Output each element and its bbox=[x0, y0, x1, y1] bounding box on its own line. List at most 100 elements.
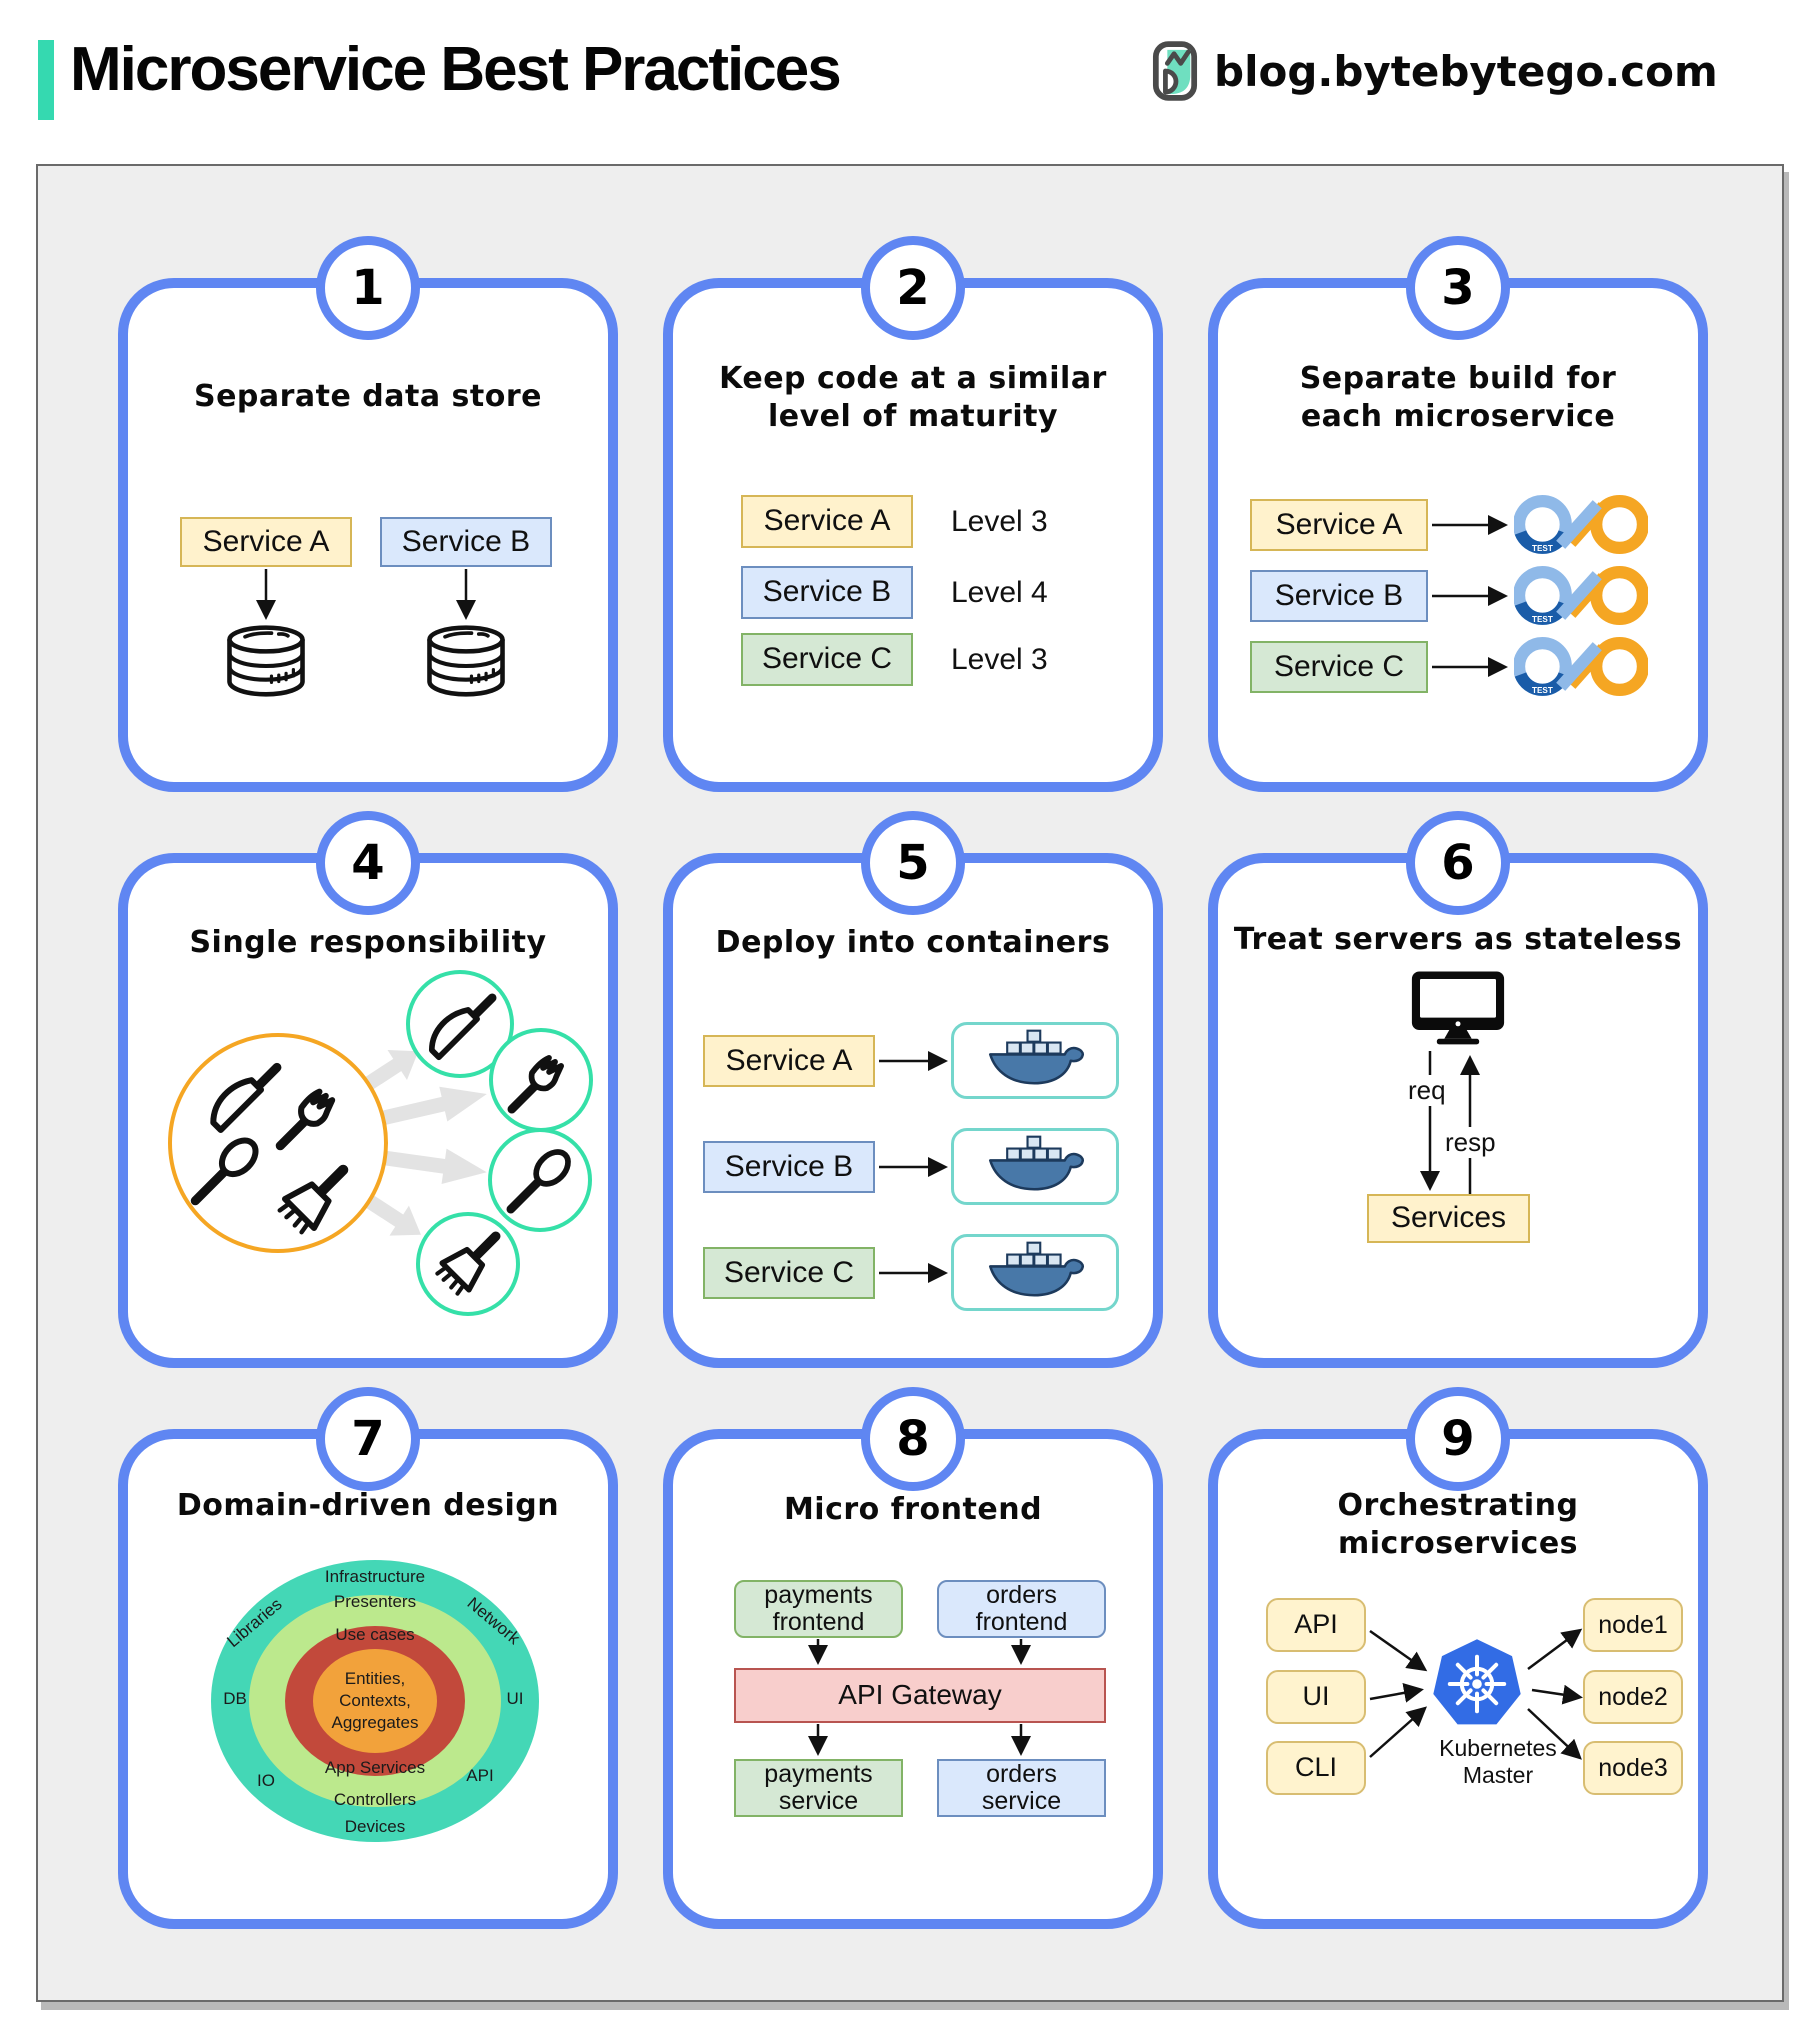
payments-service-line2: service bbox=[778, 1787, 859, 1815]
card-number-badge: 8 bbox=[861, 1387, 965, 1491]
node1-box: node1 bbox=[1583, 1598, 1683, 1652]
services-box: Services bbox=[1367, 1194, 1530, 1243]
arrow-k8s-to-node3 bbox=[1527, 1708, 1582, 1760]
database-icon bbox=[229, 628, 302, 695]
fork-icon bbox=[271, 1088, 337, 1154]
card-title: Separate data store bbox=[193, 379, 543, 414]
ddd-label-api: API bbox=[466, 1766, 493, 1785]
arrow-api-to-k8s bbox=[1369, 1629, 1428, 1672]
database-icon bbox=[429, 628, 502, 695]
service-a-box: Service A bbox=[703, 1035, 875, 1087]
orders-frontend-box: orders frontend bbox=[937, 1580, 1106, 1638]
diagram-board: 1 Separate data store Service A Service … bbox=[36, 164, 1784, 2002]
service-a-box: Service A bbox=[180, 517, 352, 567]
resp-label: resp bbox=[1442, 1127, 1499, 1158]
level-label: Level 3 bbox=[951, 642, 1048, 676]
ddd-label-infrastructure: Infrastructure bbox=[325, 1567, 425, 1586]
level-label: Level 4 bbox=[951, 575, 1048, 609]
service-b-box: Service B bbox=[741, 566, 913, 619]
bytebytego-logo-icon bbox=[1152, 40, 1198, 102]
broom-icon bbox=[277, 1155, 358, 1236]
server-monitor-icon bbox=[1411, 971, 1505, 1045]
fat-arrow bbox=[359, 1186, 431, 1250]
payments-service-line1: payments bbox=[764, 1760, 873, 1788]
k8s-label-line2: Master bbox=[1462, 1762, 1534, 1788]
devops-loop-icon bbox=[1519, 572, 1643, 624]
card-code-maturity: 2 Keep code at a similar level of maturi… bbox=[663, 236, 1163, 792]
ddd-label-io: IO bbox=[257, 1771, 275, 1790]
brand: blog.bytebytego.com bbox=[1152, 40, 1718, 102]
card-title: Keep code at a similar level of maturity bbox=[673, 360, 1153, 436]
shared-responsibility-circle bbox=[168, 1033, 388, 1253]
card-number-badge: 9 bbox=[1406, 1387, 1510, 1491]
card4-graphics bbox=[168, 970, 593, 1316]
card-number-badge: 1 bbox=[316, 236, 420, 340]
service-b-box: Service B bbox=[1250, 570, 1428, 622]
card-title: Orchestrating microservices bbox=[1218, 1487, 1698, 1563]
payments-frontend-box: payments frontend bbox=[734, 1580, 903, 1638]
fat-arrow bbox=[382, 1140, 490, 1190]
card-title-line2: level of maturity bbox=[767, 399, 1059, 434]
card-number-badge: 5 bbox=[861, 811, 965, 915]
arrow-ui-to-k8s bbox=[1369, 1682, 1424, 1703]
card-single-responsibility: 4 Single responsibility bbox=[118, 811, 618, 1368]
card9-graphics bbox=[1369, 1628, 1583, 1760]
docker-whale-icon bbox=[988, 1029, 1085, 1085]
arrow-k8s-to-node1 bbox=[1527, 1628, 1583, 1671]
orders-frontend-line1: orders bbox=[986, 1581, 1057, 1609]
card6-graphics bbox=[1411, 971, 1505, 1194]
card-title: Single responsibility bbox=[189, 925, 547, 960]
arrow-k8s-to-node2 bbox=[1531, 1684, 1583, 1705]
ddd-center bbox=[313, 1649, 437, 1753]
brand-url: blog.bytebytego.com bbox=[1214, 46, 1718, 96]
service-c-box: Service C bbox=[703, 1247, 875, 1299]
fat-arrow bbox=[378, 1076, 491, 1136]
ddd-label-entities: Entities, bbox=[345, 1669, 405, 1688]
card1-graphics bbox=[128, 569, 608, 782]
service-c-box: Service C bbox=[741, 633, 913, 686]
title-accent-bar bbox=[38, 40, 54, 120]
ddd-label-db: DB bbox=[223, 1689, 247, 1708]
k8s-label-line1: Kubernetes bbox=[1439, 1735, 1557, 1761]
level-label: Level 3 bbox=[951, 504, 1048, 538]
docker-whale-icon bbox=[988, 1241, 1085, 1297]
ddd-label-devices: Devices bbox=[345, 1817, 405, 1836]
card-domain-driven-design: 7 Domain-driven design Infrastructure Pr… bbox=[118, 1387, 618, 1929]
ddd-label-use-cases: Use cases bbox=[335, 1625, 414, 1644]
ddd-label-aggregates: Aggregates bbox=[332, 1713, 419, 1732]
card-number-badge: 6 bbox=[1406, 811, 1510, 915]
card8-graphics bbox=[808, 1639, 1031, 1756]
card-number-badge: 4 bbox=[316, 811, 420, 915]
ui-box: UI bbox=[1266, 1670, 1366, 1724]
card-micro-frontend: 8 Micro frontend payments frontend order… bbox=[663, 1387, 1163, 1929]
card-title-line1: Keep code at a similar bbox=[719, 361, 1107, 396]
card5-graphics bbox=[879, 1029, 1085, 1297]
docker-whale-icon bbox=[988, 1135, 1085, 1191]
card-title-line1: Separate build for bbox=[1299, 361, 1617, 396]
kubernetes-master-label: Kubernetes Master bbox=[1418, 1735, 1578, 1789]
card-separate-build: 3 Separate build for each microservice S… bbox=[1208, 236, 1708, 792]
orders-service-line2: service bbox=[981, 1787, 1062, 1815]
orders-service-box: orders service bbox=[937, 1759, 1106, 1817]
node3-box: node3 bbox=[1583, 1741, 1683, 1795]
ddd-label-contexts: Contexts, bbox=[339, 1691, 411, 1710]
card-title-line1: Orchestrating bbox=[1337, 1488, 1579, 1523]
card-title-line2: each microservice bbox=[1300, 399, 1616, 434]
node2-box: node2 bbox=[1583, 1670, 1683, 1724]
service-a-box: Service A bbox=[1250, 499, 1428, 551]
service-b-box: Service B bbox=[380, 517, 552, 567]
card-title: Separate build for each microservice bbox=[1218, 360, 1698, 436]
card-title: Micro frontend bbox=[783, 1492, 1043, 1527]
service-c-box: Service C bbox=[1250, 641, 1428, 693]
devops-loop-icon bbox=[1519, 501, 1643, 553]
card-number-badge: 3 bbox=[1406, 236, 1510, 340]
devops-loop-icon bbox=[1519, 643, 1643, 695]
arrow-cli-to-k8s bbox=[1369, 1706, 1427, 1758]
spoon-icon bbox=[186, 1134, 262, 1210]
card-number-badge: 7 bbox=[316, 1387, 420, 1491]
card-title: Deploy into containers bbox=[715, 925, 1111, 960]
orders-frontend-line2: frontend bbox=[975, 1608, 1068, 1636]
card-title: Treat servers as stateless bbox=[1233, 922, 1683, 957]
page-title: Microservice Best Practices bbox=[70, 35, 842, 104]
knife-icon bbox=[205, 1055, 280, 1130]
